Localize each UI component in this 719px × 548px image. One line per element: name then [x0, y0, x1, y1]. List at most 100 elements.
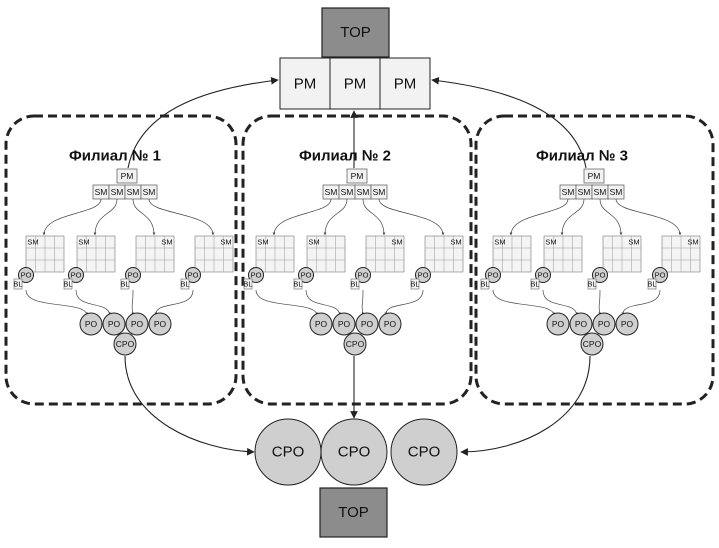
pm-box [329, 57, 381, 110]
po-connector [75, 289, 112, 316]
top-box [321, 7, 390, 58]
branch-sm-label: SM [341, 187, 354, 197]
team-grid-sm-label: SM [687, 238, 698, 247]
team-po-label: PO [21, 271, 32, 280]
branch-pm-label: PM [588, 171, 601, 181]
team-grid-sm-label: SM [494, 238, 505, 247]
po-circle-label: PO [384, 319, 397, 329]
top-box-label: TOP [340, 24, 371, 41]
branch-sm-label: SM [594, 187, 607, 197]
po-connector [542, 289, 579, 316]
branch-cpo-label: CPO [116, 339, 135, 349]
branch1-to-pm-arrow [127, 76, 279, 169]
team-po-label: PO [358, 271, 369, 280]
backlog-box [530, 278, 540, 290]
po-connector [154, 289, 194, 316]
po-circle-label: PO [552, 319, 565, 329]
pm-box-label: PM [344, 76, 367, 93]
backlog-label: BL [587, 280, 596, 289]
po-circle [309, 312, 333, 336]
branch-sm-label: SM [357, 187, 370, 197]
branch-sm-label: SM [562, 187, 575, 197]
pm-box-label: PM [394, 76, 417, 93]
backlog-box [243, 278, 253, 290]
po-connector [621, 289, 661, 316]
pm-box [279, 57, 331, 110]
branch-cpo-circle [580, 332, 604, 356]
branch-sm-label: SM [111, 187, 124, 197]
po-circle-label: PO [361, 319, 374, 329]
bottom-top-label: TOP [338, 504, 369, 521]
branch-pm-label: PM [351, 171, 364, 181]
team-po-label: PO [418, 271, 429, 280]
bottom-top-box [319, 487, 388, 538]
sm-to-grid-connector [362, 198, 386, 236]
branch-pm-label: PM [121, 171, 134, 181]
branch3-to-cpo-arrow [460, 355, 591, 456]
po-connector [305, 289, 342, 316]
backlog-label: BL [350, 280, 359, 289]
sm-to-grid-connector [148, 198, 215, 236]
backlog-label: BL [647, 280, 656, 289]
team-grid-sm-label: SM [78, 238, 89, 247]
po-circle [102, 312, 126, 336]
sm-to-grid-connector [599, 198, 623, 236]
po-circle-label: PO [621, 319, 634, 329]
backlog-box [647, 278, 657, 290]
branch-pm-box [583, 168, 605, 184]
backlog-label: BL [293, 280, 302, 289]
po-circle [569, 312, 593, 336]
backlog-label: BL [530, 280, 539, 289]
backlog-box [13, 278, 23, 290]
backlog-label: BL [180, 280, 189, 289]
po-circle [148, 312, 172, 336]
branch-title: Филиал № 1 [69, 148, 161, 165]
team-grid-sm-label: SM [161, 238, 172, 247]
team-po-label: PO [488, 271, 499, 280]
sm-to-grid-connector [560, 198, 585, 236]
branch3-to-pm-arrow [431, 76, 587, 169]
po-connector [131, 289, 135, 316]
po-circle-label: PO [315, 319, 328, 329]
po-circle-label: PO [108, 319, 121, 329]
sm-to-grid-connector [615, 198, 682, 236]
po-circle [332, 312, 356, 336]
branch-sm-label: SM [95, 187, 108, 197]
team-grid-sm-label: SM [308, 238, 319, 247]
backlog-label: BL [243, 280, 252, 289]
po-circle-label: PO [575, 319, 588, 329]
branch-sm-label: SM [143, 187, 156, 197]
po-connector [255, 289, 319, 316]
team-po-label: PO [595, 271, 606, 280]
team-grid-sm-label: SM [450, 238, 461, 247]
po-connector [25, 289, 89, 316]
branch-title: Филиал № 3 [536, 148, 628, 165]
sm-to-grid-connector [132, 198, 156, 236]
backlog-box [480, 278, 490, 290]
po-connector [361, 289, 365, 316]
backlog-label: BL [120, 280, 129, 289]
team-po-label: PO [655, 271, 666, 280]
po-connector [384, 289, 424, 316]
po-circle-label: PO [154, 319, 167, 329]
branch-cpo-label: CPO [583, 339, 602, 349]
po-circle [79, 312, 103, 336]
po-circle-label: PO [338, 319, 351, 329]
cpo-circle-label: CPO [338, 444, 371, 461]
cpo-circle [390, 418, 458, 486]
branch-sm-label: SM [373, 187, 386, 197]
branch-cpo-label: CPO [346, 339, 365, 349]
backlog-label: BL [410, 280, 419, 289]
backlog-box [587, 278, 597, 290]
sm-to-grid-connector [378, 198, 445, 236]
backlog-box [63, 278, 73, 290]
team-po-label: PO [301, 271, 312, 280]
team-grid-sm-label: SM [220, 238, 231, 247]
po-circle [546, 312, 570, 336]
po-circle-label: PO [598, 319, 611, 329]
branch-cpo-circle [343, 332, 367, 356]
branch-sm-label: SM [578, 187, 591, 197]
backlog-box [350, 278, 360, 290]
